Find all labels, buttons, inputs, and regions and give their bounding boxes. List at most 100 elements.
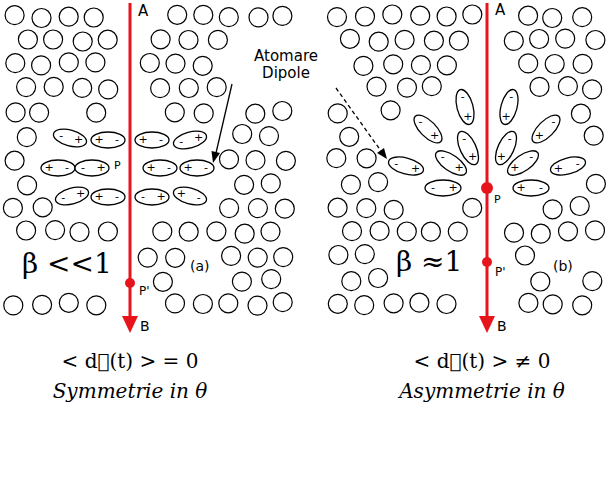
atom-circle — [260, 127, 279, 146]
dipole-shape — [91, 189, 125, 205]
atom-circle — [246, 104, 265, 123]
trajectory-line — [129, 3, 132, 318]
charge-sign: + — [96, 162, 105, 173]
charge-sign: - — [419, 116, 423, 127]
atom-circle — [207, 78, 226, 97]
dipole-ellipse: +- — [86, 118, 130, 162]
charge-sign: + — [146, 162, 155, 173]
atom-circle — [5, 151, 24, 170]
atom-circle — [531, 272, 550, 291]
charge-sign: - — [115, 191, 119, 202]
atom-circle — [355, 296, 374, 315]
trajectory-line — [486, 3, 489, 318]
charge-sign: - — [539, 182, 543, 193]
dipole-shape — [135, 189, 169, 205]
charge-sign: + — [430, 130, 439, 141]
charge-sign: - — [141, 191, 145, 202]
atom-circle — [87, 296, 106, 315]
dipole-ellipse: -+ — [446, 126, 490, 170]
atom-circle — [516, 246, 535, 265]
atom-circle — [166, 294, 185, 313]
atom-circle — [354, 56, 373, 75]
dipole-shape — [528, 110, 565, 147]
atom-circle — [340, 29, 359, 48]
atom-circle — [583, 272, 602, 291]
dipole-ellipse: -+ — [384, 144, 428, 188]
atom-circle — [274, 248, 293, 267]
beta-label: β <<1 — [22, 248, 112, 280]
atom-circle — [98, 222, 117, 241]
dipole-shape — [454, 128, 484, 167]
atom-circle — [59, 7, 78, 26]
atom-circle — [586, 31, 605, 50]
charge-sign: - — [204, 162, 208, 173]
atom-circle — [219, 294, 238, 313]
charge-sign: + — [94, 191, 103, 202]
charge-sign: + — [177, 188, 186, 199]
atom-circle — [381, 101, 400, 120]
atom-circle — [504, 31, 523, 50]
atom-circle — [519, 293, 538, 312]
atom-circle — [165, 103, 184, 122]
dipole-ellipse: +- — [524, 107, 568, 151]
atom-circle — [273, 293, 292, 312]
note-label: Symmetrie in θ — [53, 380, 208, 403]
atom-circle — [583, 80, 602, 99]
atom-circle — [220, 150, 239, 169]
charge-sign: + — [497, 151, 506, 162]
atom-circle — [168, 5, 187, 24]
point-dot — [481, 182, 493, 194]
atom-circle — [261, 174, 280, 193]
atom-circle — [233, 125, 252, 144]
charge-sign: - — [462, 133, 466, 144]
atom-circle — [357, 199, 376, 218]
atom-circle — [329, 246, 348, 265]
atom-circle — [44, 77, 63, 96]
dipole-shape — [513, 180, 549, 196]
atom-circle — [179, 79, 198, 98]
atom-circle — [193, 56, 212, 75]
charge-sign: - — [167, 162, 171, 173]
charge-sign: + — [411, 163, 420, 174]
atom-circle — [422, 77, 441, 96]
dipole-shape — [135, 132, 169, 148]
atom-circle — [33, 198, 52, 217]
atom-circle — [384, 55, 403, 74]
charge-sign: - — [159, 134, 163, 145]
charge-sign: - — [576, 158, 580, 169]
charge-sign: + — [463, 111, 472, 122]
atom-circle — [370, 221, 389, 240]
dipole-outline — [406, 107, 450, 151]
atom-circle — [86, 53, 105, 72]
arrow-head — [479, 316, 495, 333]
atom-circle — [98, 30, 117, 49]
charge-sign: + — [183, 162, 192, 173]
atom-circle — [33, 295, 52, 314]
dipole-shape — [409, 110, 446, 147]
dipole-outline — [546, 144, 590, 188]
atom-circle — [6, 54, 25, 73]
dipole-ellipse: +- — [501, 141, 545, 185]
dipole-outline — [487, 85, 531, 129]
atom-circle — [59, 293, 78, 312]
charge-sign: + — [510, 162, 519, 173]
atom-circle — [138, 248, 157, 267]
atom-circle — [367, 77, 386, 96]
atom-circle — [586, 221, 605, 240]
atom-circle — [586, 174, 605, 193]
charge-sign: + — [44, 162, 53, 173]
atom-circle — [153, 272, 172, 291]
atom-circle — [73, 78, 92, 97]
charge-sign: - — [509, 91, 513, 102]
atom-circle — [70, 223, 89, 242]
callout-text: Atomare Dipole — [240, 48, 332, 83]
atom-circle — [17, 221, 36, 240]
atom-circle — [276, 151, 295, 170]
atom-circle — [411, 56, 430, 75]
panel-label: (b) — [553, 258, 573, 274]
atom-circle — [341, 175, 360, 194]
point-label: P' — [139, 285, 150, 299]
atom-circle — [193, 295, 212, 314]
atom-circle — [249, 8, 268, 27]
charge-sign: + — [535, 130, 544, 141]
